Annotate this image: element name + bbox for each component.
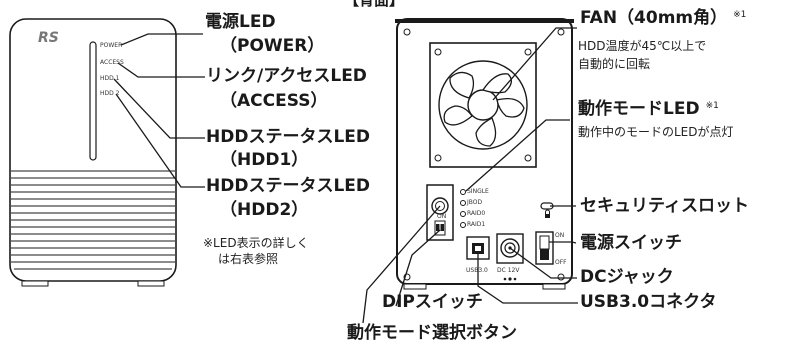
callout-security-slot: セキュリティスロット <box>580 196 749 216</box>
dc-port-label: DC 12V <box>497 267 520 274</box>
callout-power-led: 電源LED <box>205 12 276 32</box>
fan-note-line2: 自動的に回転 <box>578 57 651 71</box>
front-leader-lines <box>113 33 205 188</box>
mode-led-label-raid0: RAID0 <box>467 210 486 217</box>
callout-access-led-sub: （ACCESS） <box>220 91 328 111</box>
callout-fan-mark: ※1 <box>733 10 747 20</box>
rear-leader-lines <box>362 27 578 324</box>
callout-mode-led-mark: ※1 <box>705 101 719 111</box>
mode-led-indicators <box>460 189 466 228</box>
switch-off-label: OFF <box>555 259 567 266</box>
callout-hdd2-led: HDDステータスLED <box>206 176 371 196</box>
dc-jack <box>496 233 524 281</box>
callout-fan: FAN（40mm角） ※1 <box>580 10 746 27</box>
section-title: 【背面】 <box>344 0 405 9</box>
front-label-access: ACCESS <box>100 59 124 66</box>
fan-note-line1: HDD温度が45℃以上で <box>578 39 707 53</box>
callout-usb-connector: USB3.0コネクタ <box>580 292 717 312</box>
callout-fan-text: FAN（40mm角） <box>580 8 728 28</box>
front-led-light-bar <box>89 41 97 161</box>
callout-dip-switch: DIPスイッチ <box>382 292 483 312</box>
front-label-hdd2: HDD 2 <box>100 90 120 97</box>
dip-on-label: ON <box>437 213 447 220</box>
callout-dc-jack: DCジャック <box>580 267 674 287</box>
callout-mode-led: 動作モードLED ※1 <box>578 101 719 118</box>
mode-led-note: 動作中のモードのLEDが点灯 <box>578 125 734 139</box>
switch-on-label: ON <box>555 232 565 239</box>
mode-led-label-raid1: RAID1 <box>467 221 486 228</box>
callout-hdd1-led-sub: （HDD1） <box>220 150 309 170</box>
usb-connector <box>466 236 490 260</box>
front-label-power: POWER <box>100 42 123 49</box>
front-note-line2: は右表参照 <box>218 252 279 266</box>
callout-power-switch: 電源スイッチ <box>580 233 682 253</box>
callout-hdd2-led-sub: （HDD2） <box>220 200 309 220</box>
mode-led-label-jbod: JBOD <box>467 199 483 206</box>
mode-led-label-single: SINGLE <box>467 188 489 195</box>
usb-port-label: USB3.0 <box>466 267 488 274</box>
brand-logo: RS <box>38 30 59 46</box>
callout-access-led: リンク/アクセスLED <box>206 66 367 86</box>
callout-mode-select-button: 動作モード選択ボタン <box>347 323 517 343</box>
front-note-line1: ※LED表示の詳しく <box>203 236 309 250</box>
callout-hdd1-led: HDDステータスLED <box>206 127 371 147</box>
fan <box>429 42 537 168</box>
callout-mode-led-text: 動作モードLED <box>578 99 700 119</box>
front-label-hdd1: HDD 1 <box>100 75 120 82</box>
callout-power-led-sub: （POWER） <box>220 36 325 56</box>
power-switch <box>535 231 554 265</box>
dip-switch <box>434 220 446 236</box>
